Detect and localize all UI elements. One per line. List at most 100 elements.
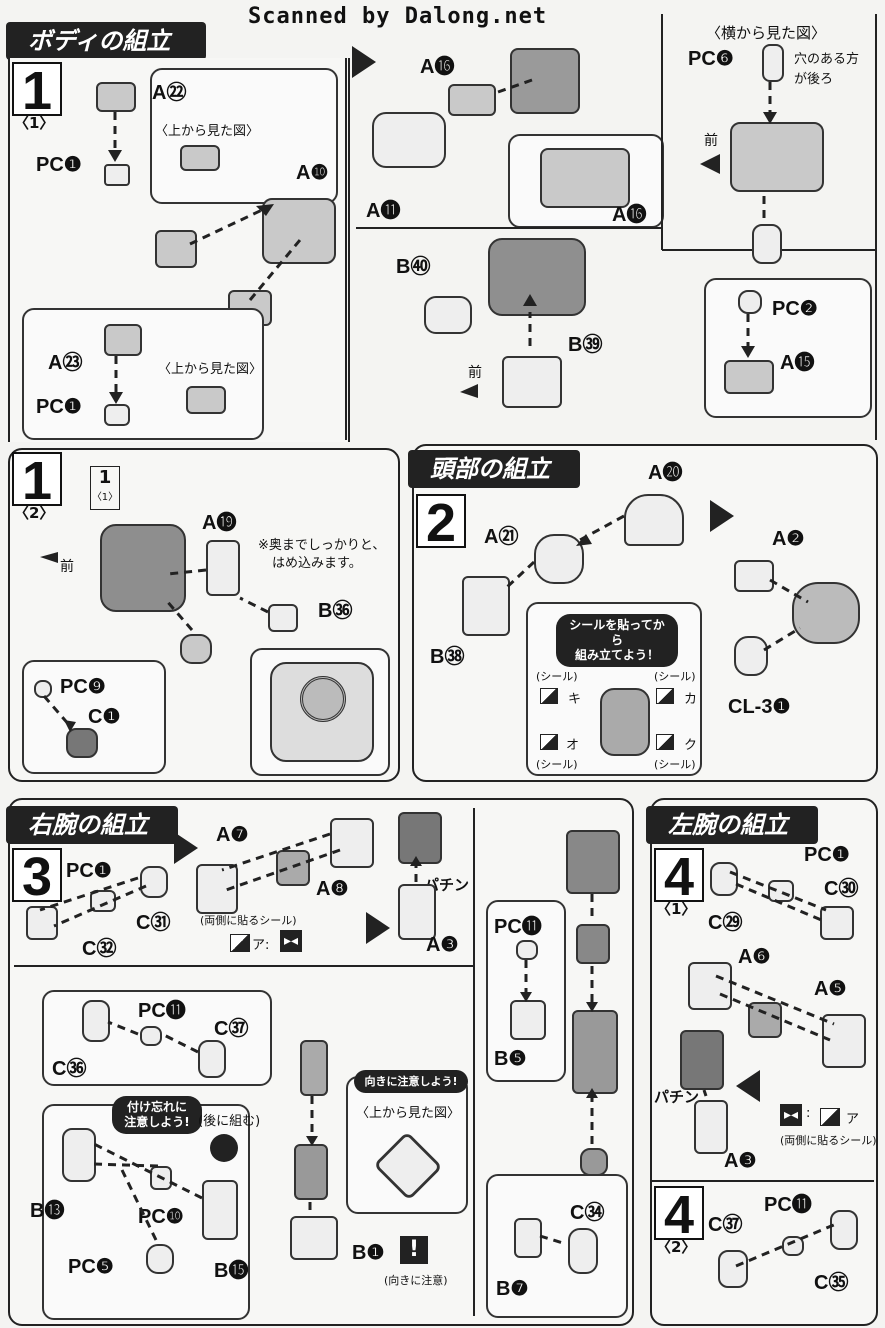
part-b5 bbox=[510, 1000, 546, 1040]
both-sides-sticker-label: (両側に貼るシール) bbox=[200, 914, 297, 927]
part-a11 bbox=[372, 112, 446, 168]
part-a16-label: A⓰ bbox=[420, 56, 455, 78]
part-pc2-label: PC❷ bbox=[772, 298, 818, 320]
watermark: Scanned by Dalong.net bbox=[248, 4, 548, 29]
orientation-note: (向きに注意) bbox=[384, 1274, 448, 1287]
part-pc11-label-2: PC⓫ bbox=[138, 1000, 186, 1022]
part-c1-label: C❶ bbox=[88, 706, 121, 728]
part-forearm-mid bbox=[576, 924, 610, 964]
part-c29-label: C㉙ bbox=[708, 912, 743, 934]
sticker-ka: カ bbox=[684, 692, 698, 707]
assemble-later-label: (後に組む) bbox=[198, 1114, 261, 1129]
part-a2-label: A❷ bbox=[772, 528, 805, 550]
sticker-label-3: (シール) bbox=[536, 758, 578, 771]
part-b36-label: B㊱ bbox=[318, 600, 353, 622]
part-a2 bbox=[734, 560, 774, 592]
part-a16-label-2: A⓰ bbox=[612, 204, 647, 226]
part-cl3-1 bbox=[734, 636, 768, 676]
right-arm-section-title: 右腕の組立 bbox=[28, 811, 148, 839]
step-2-number: 2 bbox=[416, 494, 466, 550]
part-a23 bbox=[104, 324, 142, 356]
both-sides-sticker-label-2: (両側に貼るシール) bbox=[780, 1134, 877, 1147]
part-pc11-label: PC⓫ bbox=[494, 916, 542, 938]
part-head-face bbox=[600, 688, 650, 756]
sticker-o: オ bbox=[566, 738, 580, 753]
step-1-2-number: 1 bbox=[12, 452, 62, 508]
step-1-2-sub: 〈2〉 bbox=[14, 504, 55, 522]
part-b40-label: B㊵ bbox=[396, 256, 431, 278]
ref-step-box: 1 〈1〉 bbox=[90, 466, 120, 510]
part-c37 bbox=[198, 1040, 226, 1078]
part-pc1-label: PC❶ bbox=[36, 154, 82, 176]
part-a22-top-view bbox=[180, 145, 220, 171]
part-a20 bbox=[624, 494, 684, 546]
step-4-2-sub: 〈2〉 bbox=[656, 1238, 697, 1256]
part-a19 bbox=[206, 540, 240, 596]
sticker-label-1: (シール) bbox=[536, 670, 578, 683]
is-back-label: が後ろ bbox=[794, 72, 834, 87]
sticker-swatch-ki bbox=[540, 688, 558, 704]
part-a20-label: A⓴ bbox=[648, 462, 683, 484]
part-c36 bbox=[82, 1000, 110, 1042]
sticker-swatch-ku bbox=[656, 734, 674, 750]
part-hand-joint bbox=[580, 1148, 608, 1176]
part-b7-label: B❼ bbox=[496, 1278, 529, 1300]
top-view-label: 〈上から見た図〉 bbox=[155, 124, 260, 139]
part-forearm-top bbox=[566, 830, 620, 894]
part-b40 bbox=[424, 296, 472, 334]
part-a11-label: A⓫ bbox=[366, 200, 401, 222]
step-4-1-number: 4 bbox=[654, 848, 704, 904]
part-a3 bbox=[398, 884, 436, 940]
ref-step-num: 1 bbox=[98, 467, 112, 488]
part-pc11b-label: PC⓫ bbox=[764, 1194, 812, 1216]
part-b39 bbox=[502, 356, 562, 408]
flow-arrow-5 bbox=[736, 1070, 760, 1102]
assemble-later-circle-icon bbox=[210, 1134, 238, 1162]
sticker-label-2: (シール) bbox=[654, 670, 696, 683]
part-upper-arm-a bbox=[300, 1040, 328, 1096]
front-label-2: 前 bbox=[704, 133, 718, 149]
part-b13-label: B⓭ bbox=[30, 1200, 65, 1222]
left-arm-divider bbox=[650, 1180, 874, 1182]
part-b13 bbox=[62, 1128, 96, 1182]
part-pc11-left bbox=[782, 1236, 804, 1256]
pc2-bubble bbox=[704, 278, 872, 418]
part-pc11 bbox=[516, 940, 538, 960]
body-section-title: ボディの組立 bbox=[28, 27, 171, 55]
left-arm-section-title: 左腕の組立 bbox=[668, 811, 788, 839]
part-c37b-label: C㊲ bbox=[708, 1214, 743, 1236]
ref-step-sub: 〈1〉 bbox=[91, 492, 119, 503]
right-arm-section-banner: 右腕の組立 bbox=[6, 806, 178, 844]
sticker-ku: ク bbox=[684, 738, 698, 753]
hand-bubble bbox=[486, 1174, 628, 1318]
orientation-badge: 向きに注意しよう! bbox=[354, 1070, 468, 1093]
part-c37-left bbox=[718, 1250, 748, 1288]
part-pc9-label: PC❾ bbox=[60, 676, 106, 698]
part-b38 bbox=[462, 576, 510, 636]
sticker-badge: シールを貼ってから 組み立てよう！ bbox=[556, 614, 678, 667]
left-arm-section-banner: 左腕の組立 bbox=[646, 806, 818, 844]
top-view-bubble-a22 bbox=[150, 68, 338, 204]
colon: : bbox=[806, 1106, 811, 1121]
part-body-assembled bbox=[100, 524, 186, 612]
part-pc6 bbox=[762, 44, 784, 82]
part-c29 bbox=[710, 862, 738, 896]
part-pc1-b bbox=[104, 404, 130, 426]
part-a23-label: A㉓ bbox=[48, 352, 83, 374]
sticker-arrows-icon-2: ▸◂ bbox=[780, 1104, 802, 1126]
part-chest-assembled bbox=[488, 238, 586, 316]
part-pc5-label: PC❺ bbox=[68, 1256, 114, 1278]
flow-arrow-4 bbox=[366, 912, 390, 944]
part-a5-label: A❺ bbox=[814, 978, 847, 1000]
step-3-number: 3 bbox=[12, 848, 62, 904]
top-view-label-2: 〈上から見た図〉 bbox=[158, 362, 263, 377]
part-c1 bbox=[66, 728, 98, 758]
step-4-2-number: 4 bbox=[654, 1186, 704, 1242]
